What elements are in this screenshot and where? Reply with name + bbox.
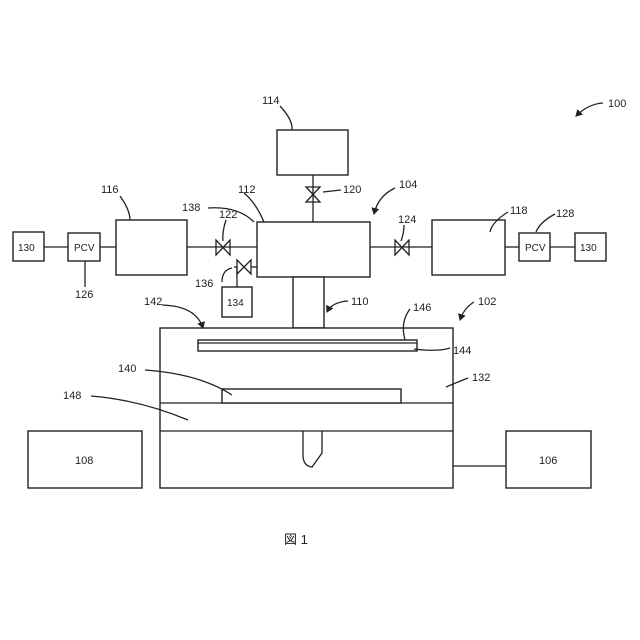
label-134: 134 <box>227 298 244 309</box>
label-146: 146 <box>413 302 431 314</box>
box-116 <box>116 220 187 275</box>
valve-136 <box>237 260 251 274</box>
label-142: 142 <box>144 296 162 308</box>
label-126: 126 <box>75 289 93 301</box>
label-148: 148 <box>63 390 81 402</box>
figure-caption: 図 1 <box>284 532 308 547</box>
label-128: 128 <box>556 208 574 220</box>
substrate-140 <box>222 389 401 403</box>
label-120: 120 <box>343 184 361 196</box>
label-140: 140 <box>118 363 136 375</box>
label-136: 136 <box>195 278 213 290</box>
label-100: 100 <box>608 98 626 110</box>
label-124: 124 <box>398 214 416 226</box>
label-116: 116 <box>101 184 119 196</box>
label-106: 106 <box>539 455 557 467</box>
label-108: 108 <box>75 455 93 467</box>
box-114 <box>277 130 348 175</box>
pcv-right-label: PCV <box>525 243 546 254</box>
label-138: 138 <box>182 202 200 214</box>
label-132: 132 <box>472 372 490 384</box>
label-144: 144 <box>453 345 471 357</box>
label-130-left: 130 <box>18 243 35 254</box>
label-122: 122 <box>219 209 237 221</box>
pcv-left-label: PCV <box>74 243 95 254</box>
shaft-110 <box>293 277 324 328</box>
label-104: 104 <box>399 179 417 191</box>
label-110: 110 <box>351 296 369 308</box>
showerhead-144 <box>198 340 417 351</box>
label-112: 112 <box>238 184 256 196</box>
label-130-right: 130 <box>580 243 597 254</box>
label-102: 102 <box>478 296 496 308</box>
label-114: 114 <box>262 95 280 107</box>
label-118: 118 <box>510 205 528 217</box>
box-118 <box>432 220 505 275</box>
box-112 <box>257 222 370 277</box>
